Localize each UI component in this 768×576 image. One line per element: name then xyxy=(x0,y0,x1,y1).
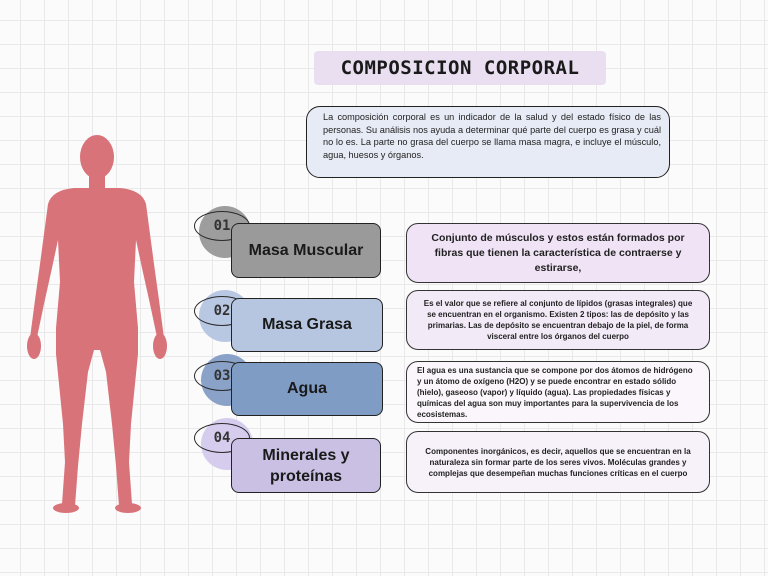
page-title: COMPOSICION CORPORAL xyxy=(314,51,606,85)
intro-text-box: La composición corporal es un indicador … xyxy=(306,106,670,178)
item-description-2: Es el valor que se refiere al conjunto d… xyxy=(406,290,710,350)
item-label-2: Masa Grasa xyxy=(231,298,383,352)
human-body-silhouette xyxy=(27,135,167,513)
item-label-3: Agua xyxy=(231,362,383,416)
item-label-4: Minerales y proteínas xyxy=(231,438,381,493)
item-description-4: Componentes inorgánicos, es decir, aquel… xyxy=(406,431,710,493)
item-description-3: El agua es una sustancia que se compone … xyxy=(406,361,710,423)
item-label-1: Masa Muscular xyxy=(231,223,381,278)
item-description-1: Conjunto de músculos y estos están forma… xyxy=(406,223,710,283)
